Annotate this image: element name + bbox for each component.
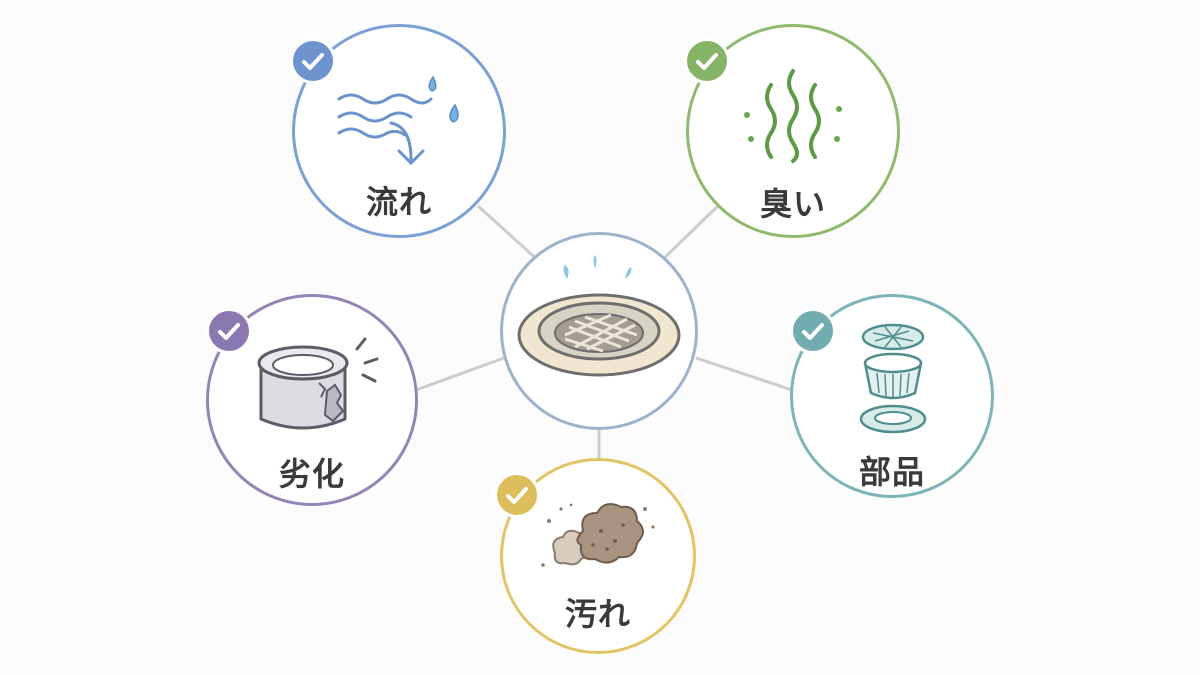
connector-parts bbox=[695, 356, 793, 392]
node-label-odor: 臭い bbox=[759, 185, 826, 223]
drain-parts-icon bbox=[859, 323, 927, 434]
node-label-parts: 部品 bbox=[858, 453, 925, 491]
connector-flow bbox=[476, 204, 542, 264]
dirt-clump-icon bbox=[541, 503, 655, 567]
water-flow-icon bbox=[337, 75, 459, 166]
check-icon bbox=[506, 487, 528, 504]
node-label-aging: 劣化 bbox=[278, 455, 345, 493]
check-icon bbox=[218, 323, 240, 340]
node-label-flow: 流れ bbox=[365, 183, 432, 221]
check-badge-flow bbox=[290, 38, 336, 84]
drain-strainer-icon bbox=[517, 255, 681, 377]
node-aging: 劣化 bbox=[206, 294, 418, 506]
connector-aging bbox=[415, 356, 505, 392]
check-icon bbox=[302, 53, 324, 70]
node-label-dirt: 汚れ bbox=[564, 595, 631, 633]
node-flow: 流れ bbox=[292, 24, 506, 238]
check-badge-dirt bbox=[494, 472, 540, 518]
check-badge-parts bbox=[790, 308, 836, 354]
check-icon bbox=[696, 53, 718, 70]
odor-waves-icon bbox=[744, 69, 842, 163]
check-badge-odor bbox=[684, 38, 730, 84]
connector-odor bbox=[658, 204, 720, 264]
check-icon bbox=[802, 323, 824, 340]
center-drain-node bbox=[500, 232, 698, 430]
check-badge-aging bbox=[206, 308, 252, 354]
cracked-pipe-icon bbox=[257, 337, 379, 430]
